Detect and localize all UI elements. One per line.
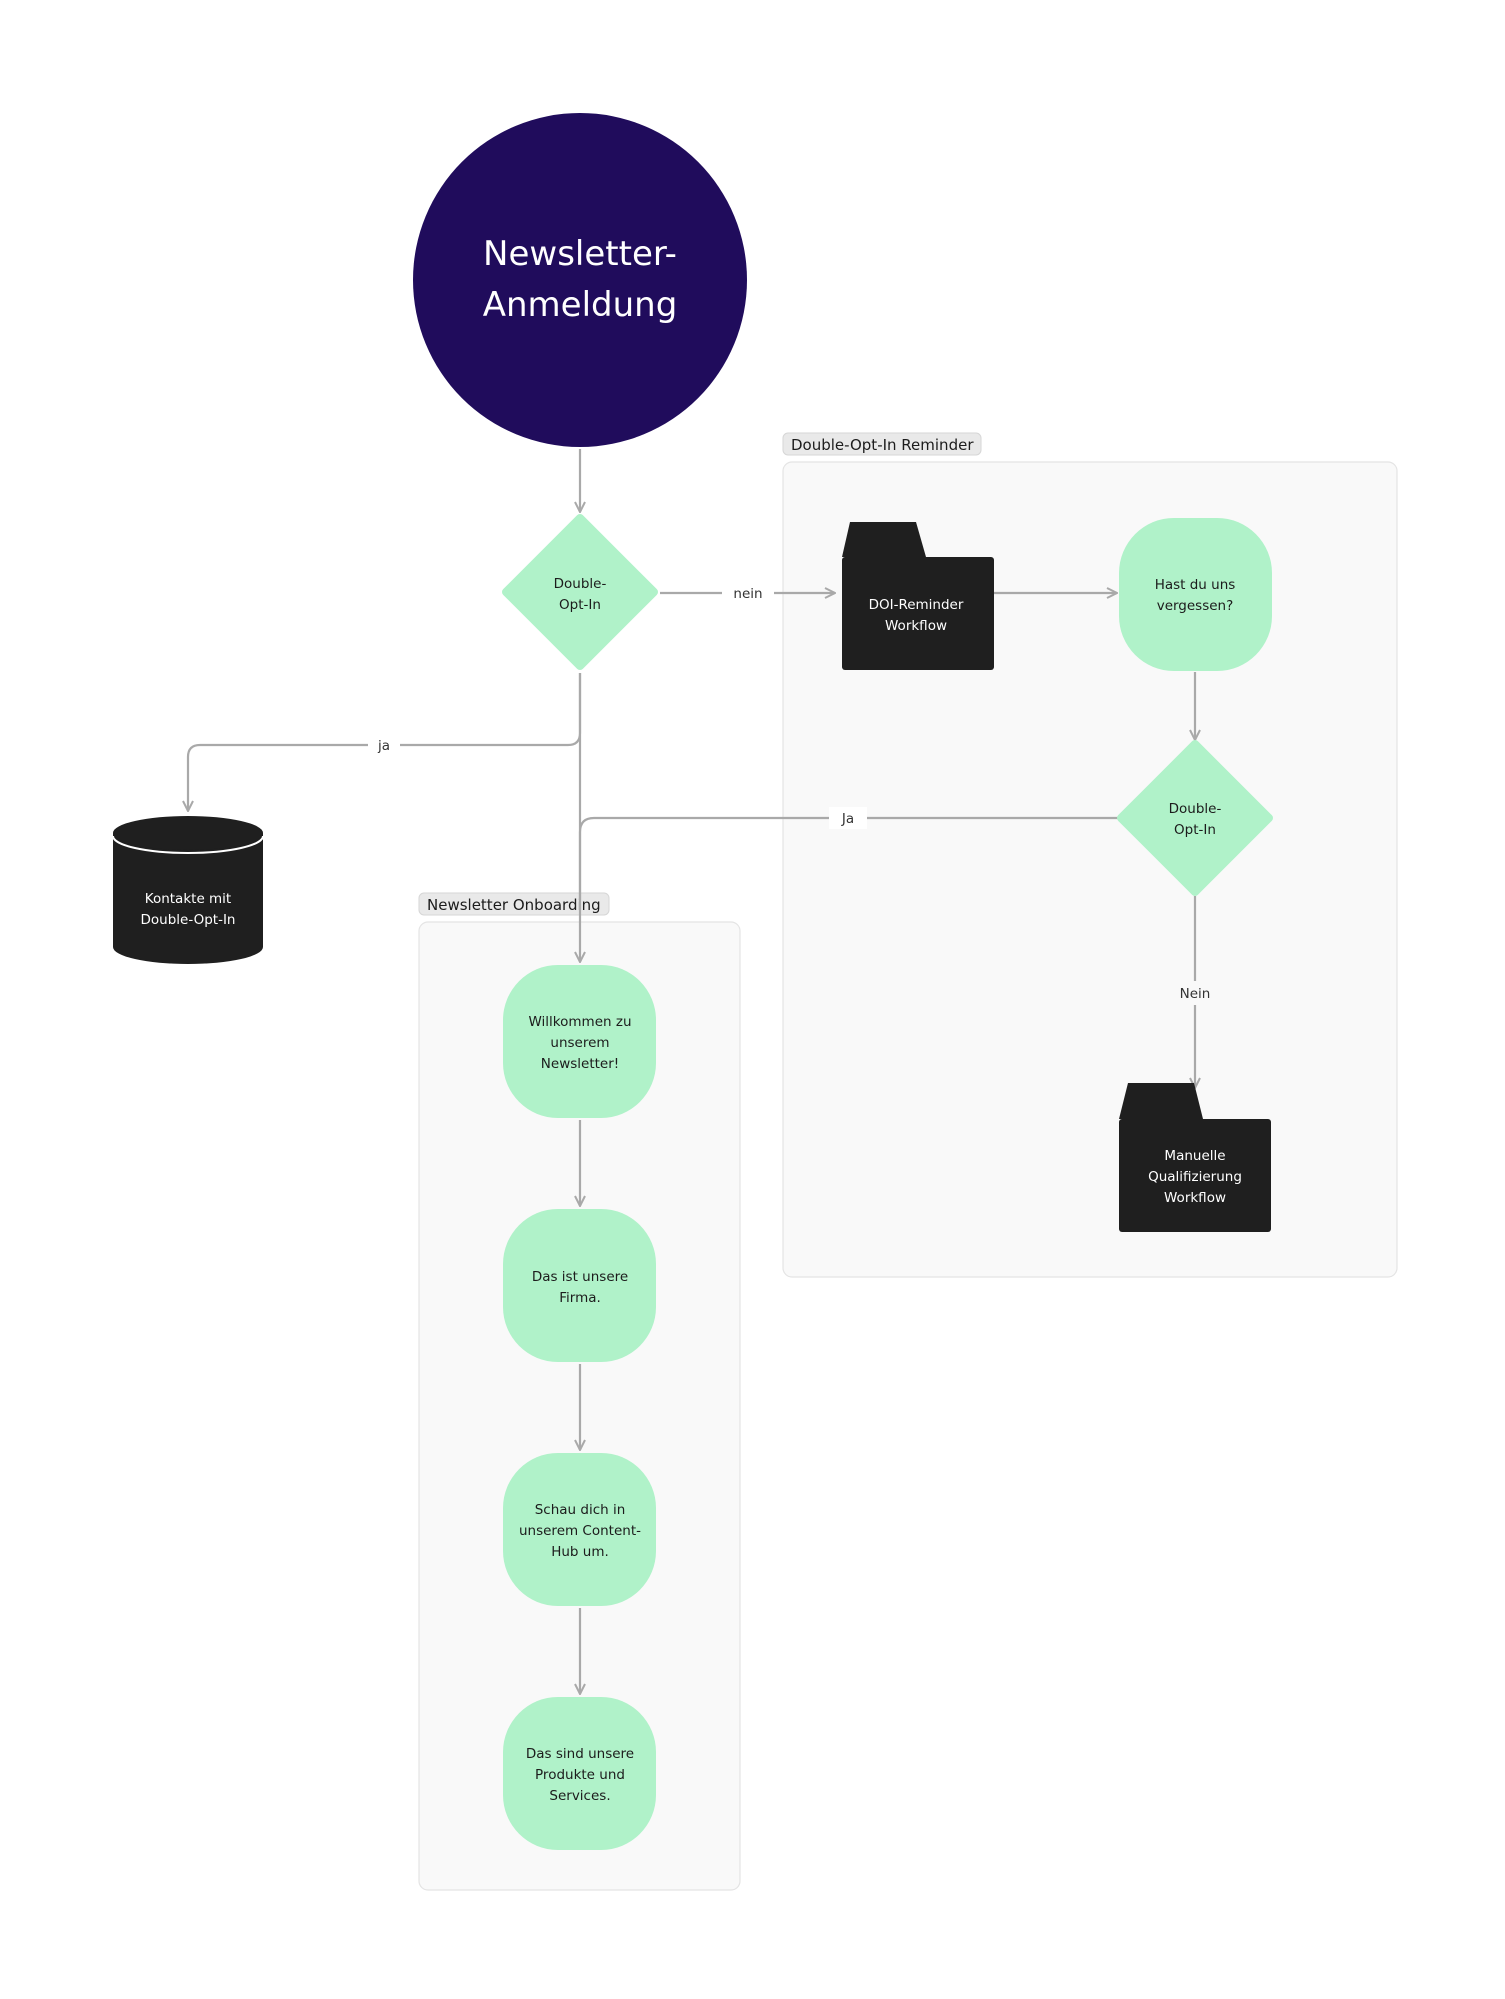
onboarding-step-3-line-1: Schau dich in xyxy=(535,1502,626,1518)
reminder-decision-diamond xyxy=(1117,740,1273,896)
onboarding-step-2-shape xyxy=(503,1209,656,1362)
onboarding-step-1-line-2: unserem xyxy=(550,1035,609,1051)
edge-label-bg-nein xyxy=(722,582,774,604)
onboarding-step-4-line-1: Das sind unsere xyxy=(526,1746,634,1762)
edge-label-bg-Nein xyxy=(1172,981,1218,1005)
onboarding-step-3-line-3: Hub um. xyxy=(551,1544,609,1560)
folder-doi-label-line-2: Workflow xyxy=(885,618,947,634)
onboarding-step-3-line-2: unserem Content- xyxy=(519,1523,641,1539)
edge-label-nein: nein xyxy=(733,586,762,602)
reminder-decision-label-line-1: Double- xyxy=(1169,801,1222,817)
step-hast-du-uns-vergessen: Hast du uns vergessen? xyxy=(1119,518,1272,671)
edge-label-Ja: Ja xyxy=(841,811,854,827)
folder-manuelle-qualifizierung-workflow: Manuelle Qualifizierung Workflow xyxy=(1119,1083,1271,1232)
folder-manual-label-line-3: Workflow xyxy=(1164,1190,1226,1206)
group-reminder-tag-bg xyxy=(782,432,982,456)
start-label-line-2: Anmeldung xyxy=(483,285,678,325)
onboarding-step-3: Schau dich in unserem Content- Hub um. xyxy=(503,1453,656,1606)
edge-label-ja: ja xyxy=(377,738,390,754)
onboarding-step-4-line-2: Produkte und xyxy=(535,1767,625,1783)
folder-doi-reminder-workflow: DOI-Reminder Workflow xyxy=(842,522,994,670)
reminder-decision-label-line-2: Opt-In xyxy=(1174,822,1216,838)
onboarding-step-4-shape xyxy=(503,1697,656,1850)
decision-reminder-double-opt-in: Double- Opt-In xyxy=(1117,740,1273,896)
folder-manual-label-line-2: Qualifizierung xyxy=(1148,1169,1242,1185)
decision-label-line-1: Double- xyxy=(554,576,607,592)
database-label-line-1: Kontakte mit xyxy=(145,891,231,907)
start-circle xyxy=(413,113,747,447)
edge-reminder-decision-to-onboarding xyxy=(578,816,1118,900)
onboarding-step-2-line-1: Das ist unsere xyxy=(532,1269,628,1285)
edge-label-bg-Ja xyxy=(829,807,867,829)
decision-diamond xyxy=(502,514,658,670)
start-label-line-1: Newsletter- xyxy=(483,234,677,274)
onboarding-step-4-line-3: Services. xyxy=(549,1788,610,1804)
edge-label-bg-ja xyxy=(368,734,400,756)
edges: nein ja Ja Nein xyxy=(188,449,1218,1694)
step-hast-du-shape xyxy=(1119,518,1272,671)
decision-double-opt-in: Double- Opt-In xyxy=(502,514,658,670)
group-onboarding-tag-bg xyxy=(418,892,610,916)
decision-label-line-2: Opt-In xyxy=(559,597,601,613)
folder-manual-label-line-1: Manuelle xyxy=(1164,1148,1225,1164)
folder-icon xyxy=(1119,1083,1271,1232)
group-reminder-label: Double-Opt-In Reminder xyxy=(791,436,974,454)
edge-label-Nein: Nein xyxy=(1180,986,1211,1002)
step-hast-du-line-2: vergessen? xyxy=(1157,598,1234,614)
onboarding-step-1-shape xyxy=(503,965,656,1118)
group-onboarding-label: Newsletter Onboarding xyxy=(427,896,601,914)
start-node: Newsletter- Anmeldung xyxy=(413,113,747,447)
folder-icon xyxy=(842,522,994,670)
step-hast-du-line-1: Hast du uns xyxy=(1155,577,1236,593)
onboarding-step-1-line-3: Newsletter! xyxy=(541,1056,619,1072)
database-contacts: Kontakte mit Double-Opt-In xyxy=(112,816,264,964)
onboarding-step-4: Das sind unsere Produkte und Services. xyxy=(503,1697,656,1850)
database-icon xyxy=(112,816,264,964)
onboarding-step-3-shape xyxy=(503,1453,656,1606)
onboarding-step-2-line-2: Firma. xyxy=(559,1290,601,1306)
database-label-line-2: Double-Opt-In xyxy=(141,912,236,928)
folder-doi-label-line-1: DOI-Reminder xyxy=(869,597,964,613)
onboarding-step-1: Willkommen zu unserem Newsletter! xyxy=(503,965,656,1118)
onboarding-step-2: Das ist unsere Firma. xyxy=(503,1209,656,1362)
onboarding-step-1-line-1: Willkommen zu xyxy=(529,1014,632,1030)
